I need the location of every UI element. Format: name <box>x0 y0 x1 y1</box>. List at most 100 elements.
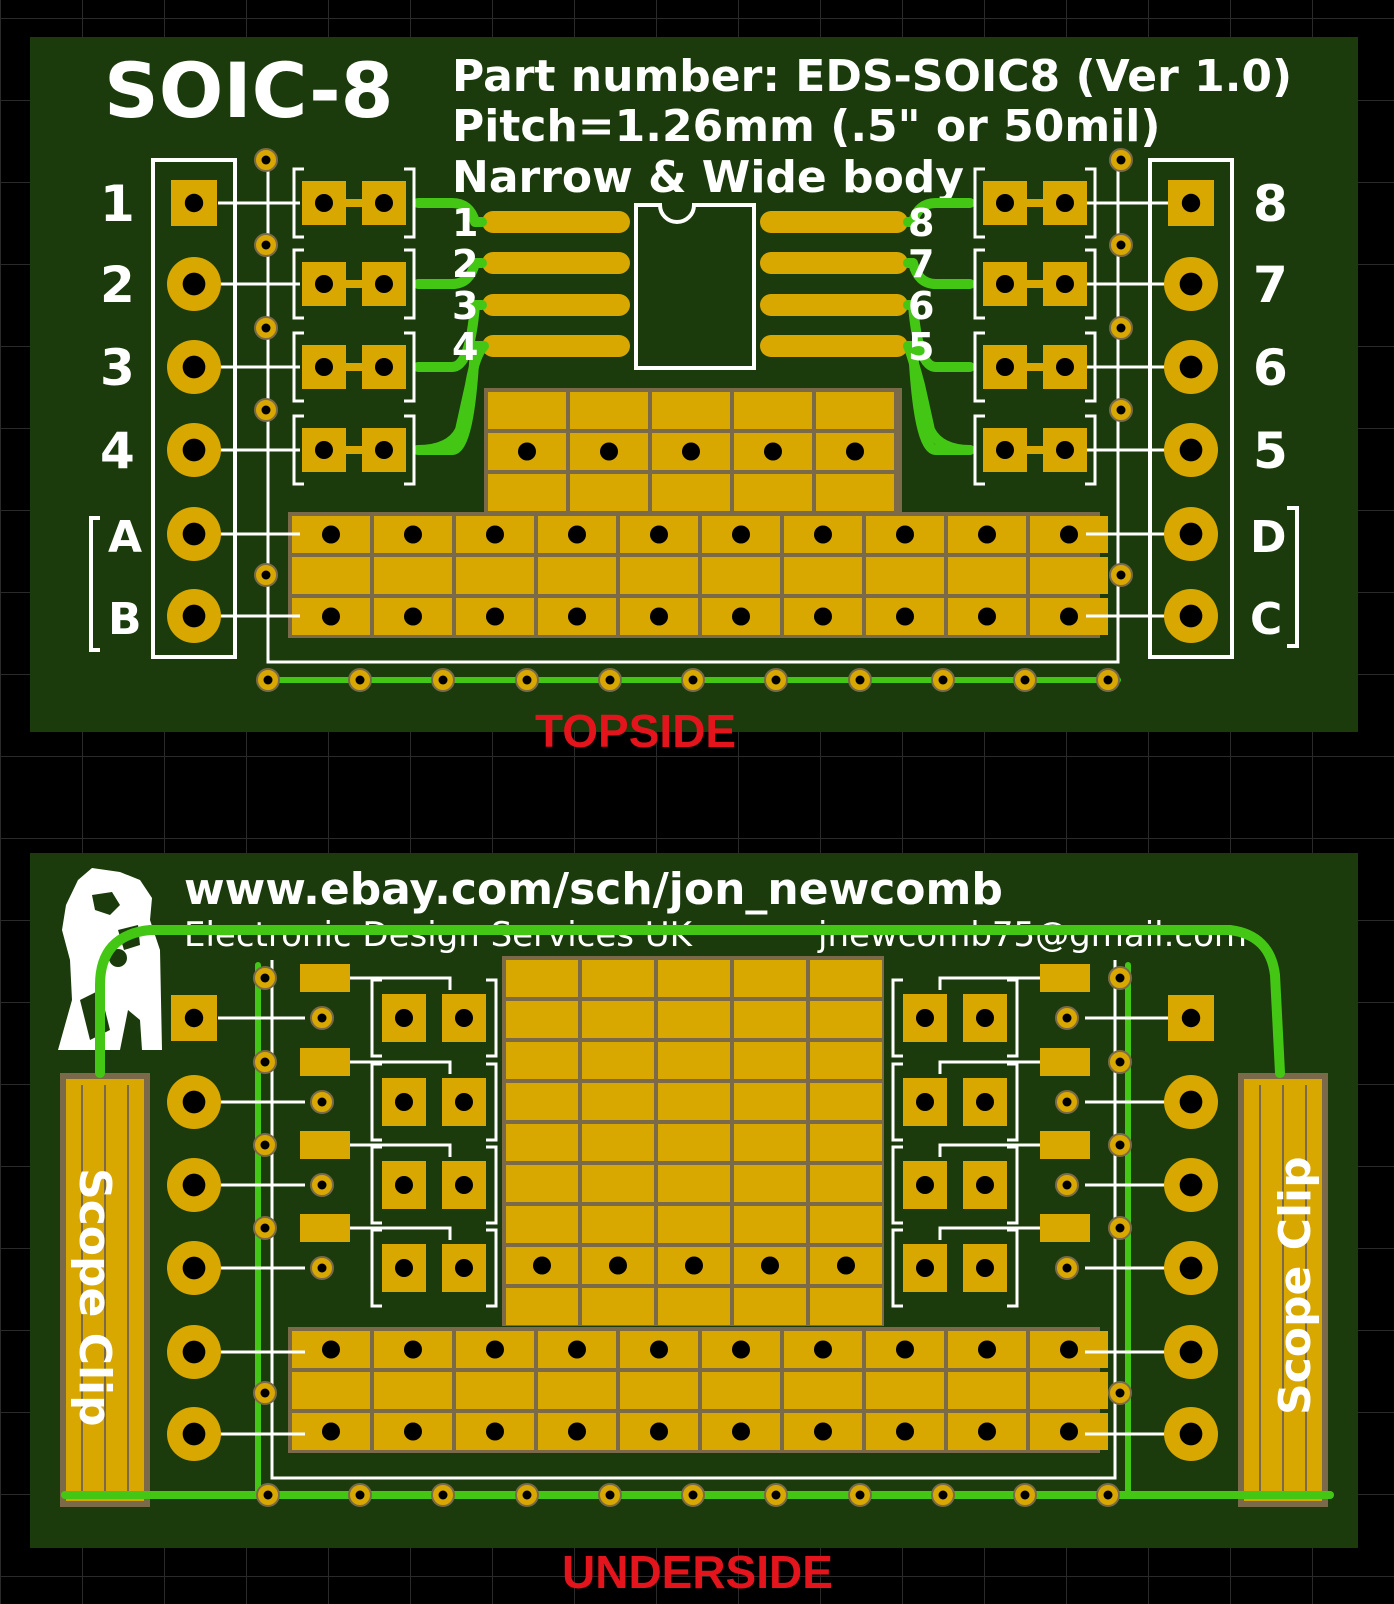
via-hole <box>261 240 271 250</box>
top-grid-lower-hole <box>568 525 586 544</box>
resistor-bridge <box>342 363 366 371</box>
trace-right-ic <box>903 300 975 372</box>
bot-resistor-silk <box>1007 1145 1019 1225</box>
bot-grid-center-cell <box>582 1206 654 1243</box>
top-grid-lower-hole <box>404 525 422 544</box>
header-right-pin-hole <box>1179 522 1203 546</box>
top-grid-lower-hole <box>650 607 668 626</box>
bot-resistor-silk <box>370 1228 382 1308</box>
bot-grid-lower-hole <box>404 1340 422 1359</box>
trace-top-loop <box>95 925 1285 1078</box>
via-bus-hole <box>438 675 448 685</box>
top-grid-lower-hole <box>732 607 750 626</box>
smd-pad-right <box>1040 1214 1090 1242</box>
bot-resistor-pad-hole <box>976 1259 994 1277</box>
bot-via-left-hole <box>260 1140 270 1150</box>
bot-header-left-pin-hole <box>182 1173 206 1197</box>
bot-via-bus-hole <box>438 1490 448 1500</box>
top-grid-lower-cell <box>866 557 944 594</box>
url-text: www.ebay.com/sch/jon_newcomb <box>184 864 1003 915</box>
bot-header-left-pin-hole <box>182 1256 206 1280</box>
bot-grid-center-cell <box>734 1001 806 1038</box>
top-grid-lower-cell <box>1030 557 1108 594</box>
resistor-pad-hole <box>315 194 333 212</box>
header-left-pin-hole <box>182 355 206 379</box>
ic-pad-left <box>482 294 630 316</box>
bottom-pad-grid <box>288 956 1108 1453</box>
bot-via-left-lower-hole <box>317 1263 327 1273</box>
via-bus-hole <box>355 675 365 685</box>
via-hole <box>1116 323 1126 333</box>
header-right-pin-hole <box>1179 355 1203 379</box>
bot-grid-lower-cell <box>620 1372 698 1409</box>
trace-right-pin5 <box>903 341 975 455</box>
top-grid-upper-cell <box>652 474 730 511</box>
bot-grid-center-cell <box>506 1288 578 1325</box>
ic-body-outline <box>634 203 756 370</box>
bot-grid-center-hole <box>685 1256 703 1275</box>
bot-grid-center-cell <box>658 1288 730 1325</box>
ic-left-pin-label: 2 <box>452 242 478 286</box>
body-text: Narrow & Wide body <box>452 152 964 203</box>
bot-grid-lower-cell <box>948 1372 1026 1409</box>
bot-via-right-lower-hole <box>1062 1097 1072 1107</box>
bot-resistor-silk <box>1007 1228 1019 1308</box>
resistor-pad-hole <box>315 275 333 293</box>
bot-grid-lower-hole <box>814 1340 832 1359</box>
via-bus-hole <box>771 675 781 685</box>
bot-via-bus-hole <box>1020 1490 1030 1500</box>
bot-grid-lower-hole <box>896 1422 914 1441</box>
via-hole <box>261 570 271 580</box>
bot-via-right-lower-hole <box>1062 1263 1072 1273</box>
bot-grid-center-cell <box>658 1042 730 1079</box>
bot-resistor-pad-hole <box>395 1259 413 1277</box>
bot-resistor-pad-hole <box>916 1093 934 1111</box>
resistor-silk <box>973 248 985 320</box>
bot-via-right-lower-hole <box>1062 1180 1072 1190</box>
bot-via-right-hole <box>1115 1140 1125 1150</box>
resistor-bridge <box>342 446 366 454</box>
bot-via-bus-hole <box>263 1490 273 1500</box>
bot-grid-lower-hole <box>486 1340 504 1359</box>
header-right-label: 8 <box>1253 175 1288 233</box>
bot-header-left-pin-hole <box>182 1340 206 1364</box>
trace-right-ic <box>903 198 975 227</box>
bot-grid-lower-hole <box>978 1422 996 1441</box>
trace-left-ic <box>413 198 487 227</box>
bot-via-left-hole <box>260 1223 270 1233</box>
header-right-label: 7 <box>1253 256 1288 314</box>
ic-right-pin-label: 7 <box>908 242 934 286</box>
bot-grid-center-cell <box>658 1001 730 1038</box>
ic-pad-left <box>482 211 630 233</box>
bot-via-left-hole <box>260 1388 270 1398</box>
underside-board: www.ebay.com/sch/jon_newcomb Electronic … <box>30 853 1358 1548</box>
resistor-silk <box>404 414 416 486</box>
bot-resistor-silk <box>486 1145 498 1225</box>
resistor-pad-hole <box>1056 441 1074 459</box>
bot-resistor-silk <box>370 1145 382 1225</box>
via-hole <box>1116 240 1126 250</box>
top-grid-lower-hole <box>978 525 996 544</box>
topside-board: SOIC-8 Part number: EDS-SOIC8 (Ver 1.0) … <box>30 37 1358 732</box>
bot-resistor-pad-hole <box>455 1093 473 1111</box>
resistor-silk <box>404 331 416 403</box>
bot-via-left-lower-hole <box>317 1097 327 1107</box>
bottom-pads <box>167 964 1218 1507</box>
bot-grid-center-cell <box>658 1165 730 1202</box>
ic-left-pin-label: 3 <box>452 284 478 328</box>
resistor-silk <box>292 248 304 320</box>
via-bus-hole <box>1020 675 1030 685</box>
bot-grid-lower-cell <box>702 1372 780 1409</box>
via-bus-hole <box>855 675 865 685</box>
scope-clip-left: Scope Clip <box>60 1073 150 1507</box>
bot-grid-center-cell <box>506 1042 578 1079</box>
resistor-pad-hole <box>315 358 333 376</box>
bot-grid-center-cell <box>810 1042 882 1079</box>
bot-silk-lead <box>350 1060 452 1074</box>
resistor-bridge <box>1023 363 1047 371</box>
bot-via-bus-hole <box>855 1490 865 1500</box>
bot-grid-center-cell <box>582 1124 654 1161</box>
top-grid-lower-cell <box>948 557 1026 594</box>
resistor-silk <box>973 167 985 239</box>
right-header-outline <box>1148 158 1234 659</box>
